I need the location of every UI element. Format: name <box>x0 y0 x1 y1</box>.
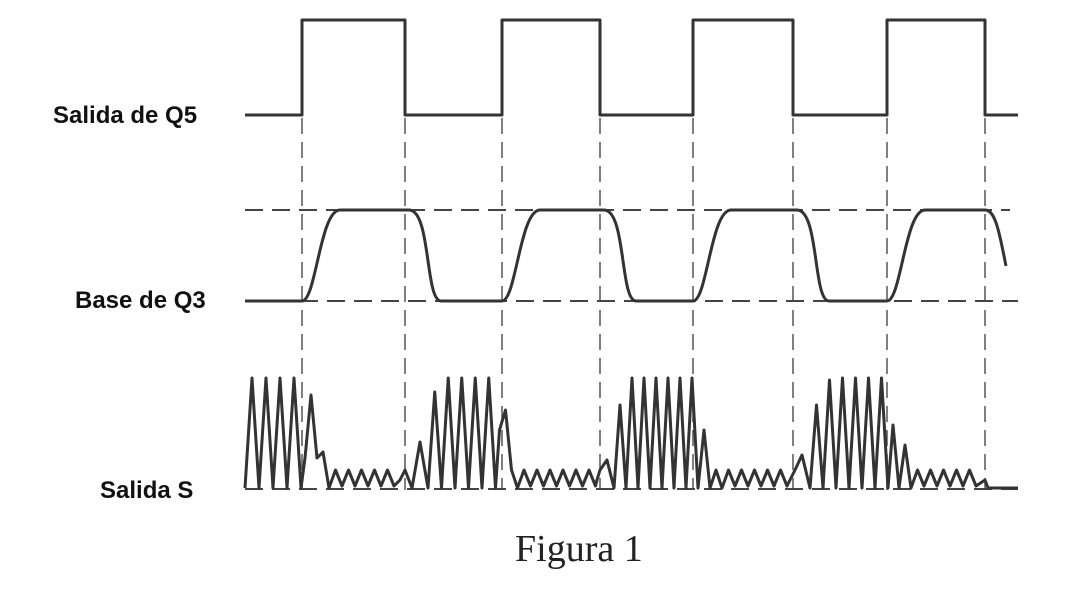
q3-base-smoothed-wave <box>245 208 1008 303</box>
label-q5-output: Salida de Q5 <box>53 102 198 129</box>
horizontal-dashed-guides <box>245 209 1018 490</box>
vertical-dashed-guides <box>301 118 986 490</box>
label-q3-base: Base de Q3 <box>75 287 206 314</box>
q5-output-square-wave <box>245 18 1018 117</box>
label-s-output: Salida S <box>100 477 194 504</box>
s-output-burst-wave <box>243 376 1018 490</box>
figure-caption: Figura 1 <box>515 528 643 570</box>
